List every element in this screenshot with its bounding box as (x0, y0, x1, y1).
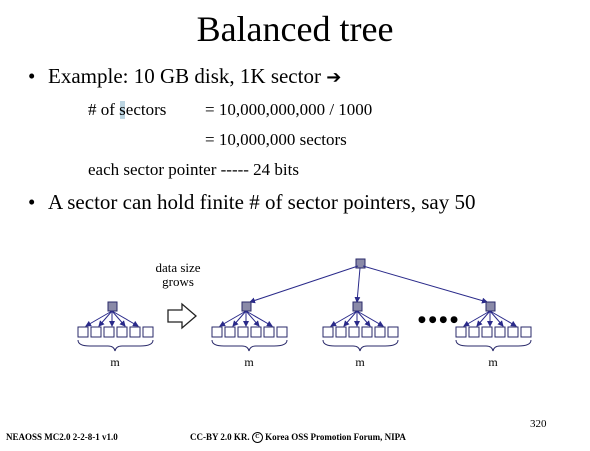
bullet-pointers-text: A sector can hold finite # of sector poi… (48, 190, 476, 214)
text-cursor-highlight (120, 101, 125, 119)
ellipsis: ● ● ● ● (418, 315, 458, 325)
leaf-node (494, 326, 506, 338)
grows-arrow-icon (167, 302, 197, 330)
m-label: m (488, 355, 498, 369)
leaf-node (374, 326, 386, 338)
leaf-node (90, 326, 102, 338)
brace (322, 339, 399, 352)
subtree-2 (322, 301, 399, 352)
footer-center: CC-BY 2.0 KR. C Korea OSS Promotion Foru… (190, 432, 406, 444)
grows-label-line1: data size (155, 260, 200, 275)
sectors-label: # of sectors (88, 100, 167, 119)
brace (77, 339, 154, 352)
leaf-node (468, 326, 480, 338)
subtree-1 (211, 301, 288, 352)
right-arrow-icon: ➔ (326, 67, 342, 88)
organization-text: Korea OSS Promotion Forum, NIPA (265, 432, 406, 442)
grows-label-line2: grows (162, 274, 194, 289)
license-text: CC-BY 2.0 KR. (190, 432, 250, 442)
copyright-icon: C (251, 432, 263, 444)
bullet-pointers: • A sector can hold finite # of sector po… (28, 190, 475, 215)
subtree-root-node (352, 301, 363, 312)
bullet-dot: • (28, 64, 36, 88)
sectors-expression: = 10,000,000,000 / 1000 (205, 100, 373, 119)
top-root-node (355, 258, 366, 269)
leaf-node (142, 326, 154, 338)
subtree-root-node (241, 301, 252, 312)
leaf-node (224, 326, 236, 338)
leaf-node (237, 326, 249, 338)
leaf-node (348, 326, 360, 338)
leaf-node (77, 326, 89, 338)
subtree-root-node (485, 301, 496, 312)
subtree-3 (455, 301, 532, 352)
bullet-example-text: Example: 10 GB disk, 1K sector (48, 64, 321, 88)
m-label: m (355, 355, 365, 369)
page-number: 320 (530, 418, 547, 430)
pointer-size-line: each sector pointer ----- 24 bits (88, 160, 299, 179)
small-tree (77, 301, 154, 352)
leaf-node (387, 326, 399, 338)
footer-left: NEAOSS MC2.0 2-2-8-1 v1.0 (6, 432, 118, 442)
leaf-node (481, 326, 493, 338)
leaf-node (129, 326, 141, 338)
leaf-node (211, 326, 223, 338)
sectors-result: = 10,000,000 sectors (205, 130, 347, 149)
leaf-node (250, 326, 262, 338)
root-node (107, 301, 118, 312)
leaf-node (335, 326, 347, 338)
leaf-node (103, 326, 115, 338)
leaf-node (455, 326, 467, 338)
brace (211, 339, 288, 352)
leaf-node (507, 326, 519, 338)
leaf-node (116, 326, 128, 338)
leaf-node (276, 326, 288, 338)
leaf-node (361, 326, 373, 338)
bullet-example: • Example: 10 GB disk, 1K sector ➔ (28, 64, 341, 89)
slide-title: Balanced tree (196, 9, 394, 49)
m-label: m (244, 355, 254, 369)
leaf-node (520, 326, 532, 338)
m-label: m (110, 355, 120, 369)
leaf-node (263, 326, 275, 338)
leaf-node (322, 326, 334, 338)
bullet-dot: • (28, 190, 36, 214)
brace (455, 339, 532, 352)
tree-diagram: data size grows ● ● ● ● m m m m (77, 258, 532, 369)
